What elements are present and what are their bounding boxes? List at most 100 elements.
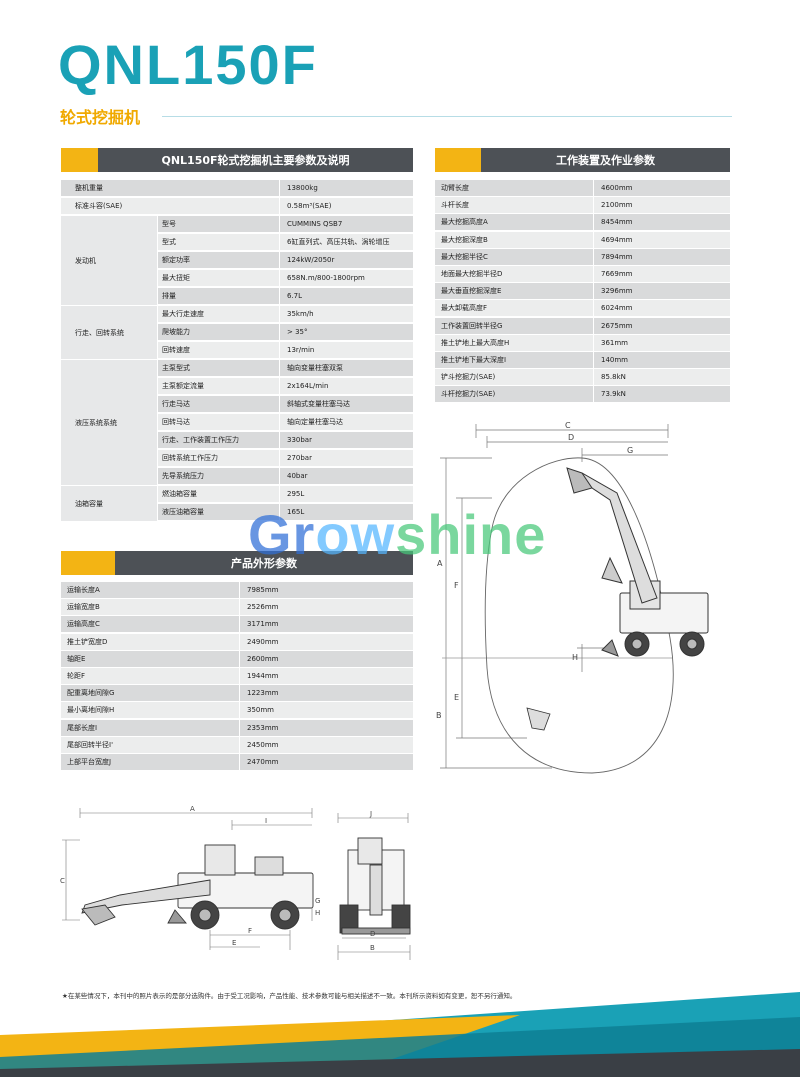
dim-label-a: A bbox=[437, 559, 443, 568]
col-divider bbox=[239, 685, 240, 702]
col-divider bbox=[279, 216, 280, 232]
spec-label: 尾部回转半径I' bbox=[67, 740, 113, 749]
col-divider bbox=[239, 599, 240, 616]
bucket-bottom-icon bbox=[526, 707, 551, 731]
col-divider bbox=[279, 288, 280, 304]
col-divider bbox=[279, 504, 280, 520]
spec-value: 7669mm bbox=[601, 270, 633, 278]
spec-value: 658N.m/800-1800rpm bbox=[287, 274, 365, 282]
front-label-b: B bbox=[370, 944, 375, 952]
spec-group-label: 液压系统系统 bbox=[61, 360, 157, 486]
spec-value: 斜轴式变量柱塞马达 bbox=[287, 400, 350, 408]
spec-value: 6024mm bbox=[601, 304, 633, 313]
spec-label: 最大行走速度 bbox=[162, 310, 204, 318]
col-divider bbox=[593, 317, 594, 334]
spec-label: 回转马达 bbox=[162, 418, 190, 426]
spec-value: 2600mm bbox=[247, 654, 279, 663]
col-divider bbox=[593, 334, 594, 351]
spec-group-label: 油箱容量 bbox=[61, 486, 157, 522]
spec-value: 13800kg bbox=[287, 184, 318, 192]
spec-value: 7985mm bbox=[247, 586, 279, 594]
dim-table-title: 产品外形参数 bbox=[231, 557, 297, 570]
col-divider bbox=[279, 306, 280, 322]
col-divider bbox=[239, 719, 240, 736]
col-divider bbox=[279, 342, 280, 358]
spec-label: 上部平台宽度J bbox=[67, 758, 112, 766]
side-label-c: C bbox=[60, 877, 65, 885]
spec-value: 270bar bbox=[287, 454, 312, 462]
spec-value: CUMMINS QSB7 bbox=[287, 220, 343, 228]
spec-label: 先导系统压力 bbox=[162, 472, 204, 480]
col-divider bbox=[593, 386, 594, 403]
spec-value: 2353mm bbox=[247, 723, 279, 732]
dim-label-d: D bbox=[568, 433, 574, 442]
spec-row: 尾部回转半径I' 2450mm bbox=[61, 736, 413, 754]
col-divider bbox=[279, 234, 280, 250]
main-table-title: QNL150F轮式挖掘机主要参数及说明 bbox=[161, 154, 350, 167]
work-table-title: 工作装置及作业参数 bbox=[556, 154, 655, 167]
spec-row: 主泵型式轴向变量柱塞双泵 bbox=[158, 360, 413, 377]
col-divider bbox=[279, 378, 280, 394]
spec-value: 165L bbox=[287, 508, 305, 516]
dim-label-b: B bbox=[436, 711, 442, 720]
col-divider bbox=[279, 270, 280, 286]
col-divider bbox=[593, 197, 594, 214]
col-divider bbox=[593, 214, 594, 231]
spec-value: 轴向定量柱塞马达 bbox=[287, 418, 343, 426]
spec-label: 排量 bbox=[162, 292, 176, 300]
reach-envelope bbox=[484, 457, 674, 774]
col-divider bbox=[239, 582, 240, 598]
spec-value: 124kW/2050r bbox=[287, 256, 335, 264]
col-divider bbox=[279, 414, 280, 430]
spec-label: 行走马达 bbox=[162, 400, 190, 408]
col-divider bbox=[239, 616, 240, 633]
spec-value: 2450mm bbox=[247, 740, 279, 749]
spec-value: 2526mm bbox=[247, 603, 279, 612]
spec-value: 6缸直列式、高压共轨、涡轮增压 bbox=[287, 238, 390, 246]
header-accent bbox=[435, 148, 481, 172]
col-divider bbox=[239, 702, 240, 719]
dim-label-e: E bbox=[454, 693, 459, 702]
watermark-part2: ow bbox=[315, 503, 396, 566]
watermark-part1: Gr bbox=[248, 503, 316, 566]
spec-label: 最大挖掘高度A bbox=[441, 218, 488, 227]
col-divider bbox=[279, 486, 280, 502]
col-divider bbox=[593, 266, 594, 282]
spec-group-label: 行走、回转系统 bbox=[61, 306, 157, 360]
spec-row: 回转马达 轴向定量柱塞马达 bbox=[158, 414, 413, 431]
excavator-side-icon bbox=[566, 467, 709, 657]
col-divider bbox=[279, 432, 280, 448]
spec-value: 0.58m³(SAE) bbox=[287, 202, 332, 210]
spec-value: > 35° bbox=[287, 328, 308, 336]
working-range-diagram: C D G A F H E B bbox=[436, 421, 709, 774]
dim-label-c: C bbox=[565, 421, 571, 430]
col-divider bbox=[279, 396, 280, 412]
spec-row: 额定功率 124kW/2050r bbox=[158, 252, 413, 269]
excavator-transport-icon bbox=[81, 844, 314, 930]
watermark-part3: shine bbox=[395, 503, 547, 566]
subtitle-divider bbox=[162, 116, 732, 117]
spec-value: 3296mm bbox=[601, 287, 633, 296]
spec-value: 8454mm bbox=[601, 218, 633, 227]
page-subtitle: 轮式挖掘机 bbox=[60, 108, 141, 127]
spec-label: 额定功率 bbox=[162, 256, 190, 264]
